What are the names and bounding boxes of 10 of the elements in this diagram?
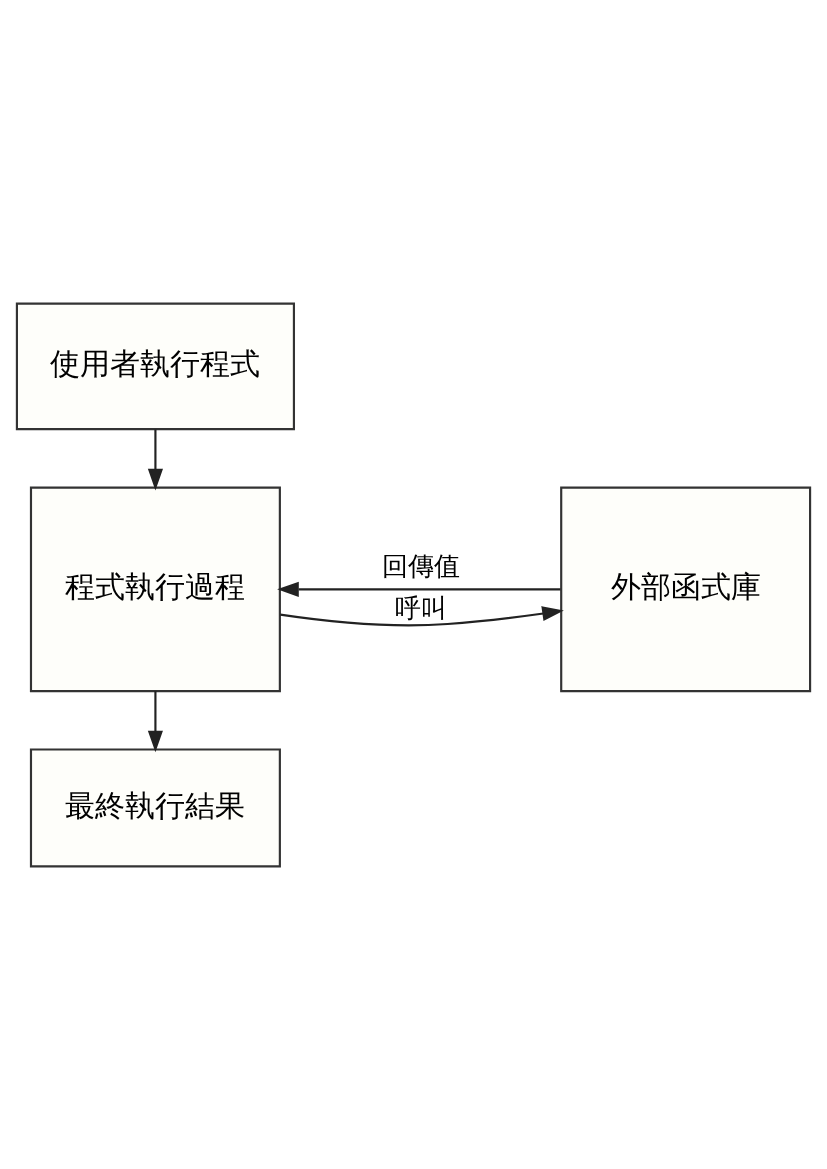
- arrow: [147, 690, 163, 752]
- arrow: [147, 428, 163, 490]
- edge-label: 呼叫: [394, 592, 447, 623]
- arrow: [280, 605, 564, 626]
- node-box: 使用者執行程式: [15, 302, 295, 430]
- edge-label: 回傳值: [381, 550, 460, 581]
- node-box: 程式執行過程: [29, 486, 281, 692]
- node-box: 最終執行結果: [29, 747, 281, 867]
- arrow: [277, 581, 561, 597]
- node-box: 外部函式庫: [560, 486, 812, 692]
